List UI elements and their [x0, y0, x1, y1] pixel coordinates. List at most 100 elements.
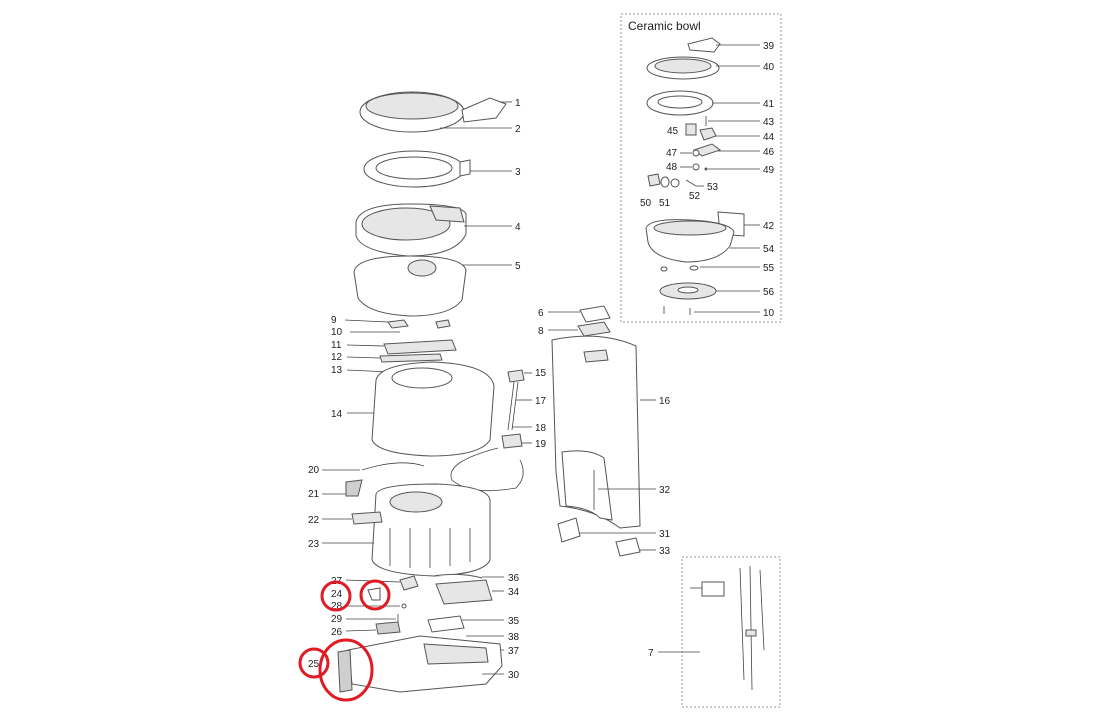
ceramic-bowl-frame	[620, 13, 782, 323]
label-15: 15	[535, 368, 547, 379]
part-22	[351, 511, 383, 525]
part-17	[507, 381, 515, 431]
label-35: 35	[508, 616, 520, 627]
label-40: 40	[763, 62, 775, 73]
part-21	[345, 479, 363, 497]
label-20: 20	[308, 465, 320, 476]
part-44	[699, 127, 717, 141]
label-52: 52	[689, 191, 701, 202]
label-46: 46	[763, 147, 775, 158]
part-35	[427, 615, 465, 633]
label-19: 19	[535, 439, 547, 450]
part-53	[685, 179, 697, 187]
part-6	[579, 305, 611, 323]
label-17: 17	[535, 396, 547, 407]
highlight-circle-part-24	[359, 579, 391, 611]
label-2: 2	[515, 124, 521, 135]
label-5: 5	[515, 261, 521, 272]
label-54: 54	[763, 244, 775, 255]
part-12	[379, 353, 443, 363]
label-1: 1	[515, 98, 521, 109]
part-47	[692, 149, 700, 157]
label-30: 30	[508, 670, 520, 681]
part-19	[501, 433, 523, 449]
label-39: 39	[763, 41, 775, 52]
label-11: 11	[331, 340, 342, 351]
part-7-frame	[681, 556, 781, 708]
part-31	[557, 517, 581, 543]
label-8: 8	[538, 326, 544, 337]
label-10-ceramic: 10	[763, 308, 775, 319]
label-14: 14	[331, 409, 343, 420]
label-7: 7	[648, 648, 654, 659]
part-52	[670, 178, 680, 188]
highlight-circle-24	[320, 580, 352, 612]
label-32: 32	[659, 485, 671, 496]
part-7-motor	[701, 581, 725, 597]
part-55	[689, 265, 699, 271]
highlight-circle-25	[298, 647, 330, 679]
label-33: 33	[659, 546, 671, 557]
label-25: 25	[308, 659, 320, 670]
label-34: 34	[508, 587, 520, 598]
part-9	[387, 319, 409, 329]
label-28: 28	[331, 601, 343, 612]
label-26: 26	[331, 627, 343, 638]
hose	[450, 447, 524, 492]
part-39	[687, 37, 721, 53]
label-36: 36	[508, 573, 520, 584]
label-38: 38	[508, 632, 520, 643]
label-23: 23	[308, 539, 320, 550]
label-9: 9	[331, 315, 337, 326]
part-25	[337, 649, 353, 693]
label-31: 31	[659, 529, 671, 540]
label-37: 37	[508, 646, 520, 657]
label-51: 51	[659, 198, 671, 209]
label-42: 42	[763, 221, 775, 232]
part-36	[433, 573, 483, 579]
ceramic-bowl-title: Ceramic bowl	[628, 19, 701, 33]
label-16: 16	[659, 396, 671, 407]
part-11	[383, 339, 457, 355]
label-43: 43	[763, 117, 775, 128]
label-18: 18	[535, 423, 547, 434]
label-47: 47	[666, 148, 678, 159]
label-10: 10	[331, 327, 343, 338]
label-56: 56	[763, 287, 775, 298]
label-53: 53	[707, 182, 719, 193]
part-28	[401, 603, 407, 609]
part-26	[375, 621, 401, 635]
label-48: 48	[666, 162, 678, 173]
label-6: 6	[538, 308, 544, 319]
label-3: 3	[515, 167, 521, 178]
part-32-inner	[561, 450, 613, 521]
label-41: 41	[763, 99, 775, 110]
label-44: 44	[763, 132, 775, 143]
part-20	[361, 462, 425, 471]
part-51	[660, 176, 670, 188]
label-12: 12	[331, 352, 343, 363]
part-49	[704, 167, 708, 171]
highlight-circle-part-25	[318, 638, 374, 702]
part-5-shell	[353, 255, 467, 317]
label-4: 4	[515, 222, 521, 233]
label-55: 55	[763, 263, 775, 274]
part-6-slot	[583, 349, 609, 363]
label-24: 24	[331, 589, 343, 600]
label-50: 50	[640, 198, 652, 209]
part-48	[692, 163, 700, 171]
label-49: 49	[763, 165, 775, 176]
part-33	[615, 537, 641, 557]
label-21: 21	[308, 489, 320, 500]
part-27	[399, 575, 419, 591]
part-1-lid-cover	[461, 97, 507, 123]
label-22: 22	[308, 515, 320, 526]
label-45: 45	[667, 126, 679, 137]
part-24	[367, 587, 381, 601]
part-50	[647, 173, 661, 187]
part-34	[435, 579, 493, 605]
part-45	[685, 123, 697, 136]
part-15	[507, 369, 525, 383]
label-13: 13	[331, 365, 343, 376]
